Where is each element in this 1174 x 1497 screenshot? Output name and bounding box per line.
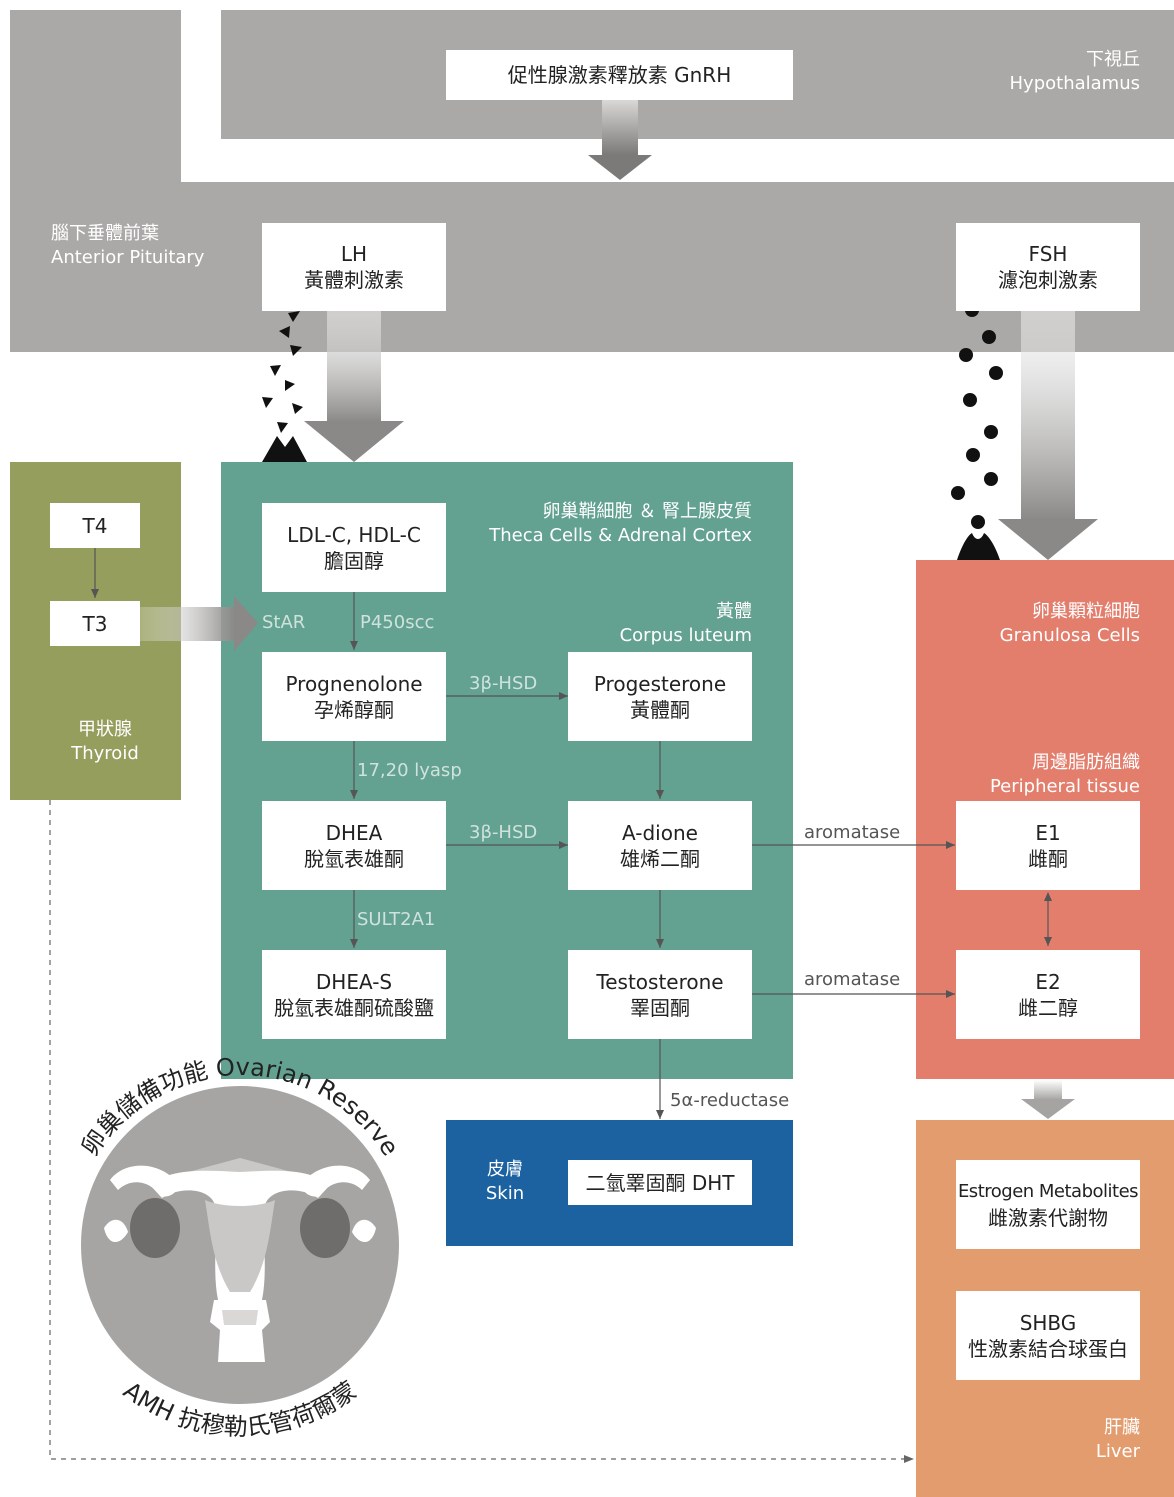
lyase-label: 17,20 lyasp <box>357 760 462 781</box>
hsd2-label: 3β-HSD <box>469 822 538 843</box>
aromatase1-label: aromatase <box>804 822 901 843</box>
star-label: StAR <box>262 612 306 633</box>
fsh-particles <box>951 303 1003 560</box>
aromatase2-label: aromatase <box>804 969 901 990</box>
t3-box: T3 <box>50 601 140 646</box>
dht-box: 二氫睪固酮 DHT <box>568 1160 752 1205</box>
uterus-illustration <box>104 1158 376 1362</box>
gnrh-box: 促性腺激素釋放素 GnRH <box>446 50 793 100</box>
sult-label: SULT2A1 <box>357 909 436 930</box>
ovarian-reserve-graphic: 卵巢儲備功能 Ovarian Reserve AMH 抗穆勒氏管荷爾蒙 <box>76 1053 404 1441</box>
thyroid-liver-dashed <box>49 800 912 1460</box>
fsh-arrow <box>998 300 1098 560</box>
reductase-label: 5α-reductase <box>670 1090 790 1111</box>
liver-arrow <box>1021 1080 1075 1119</box>
t4-box: T4 <box>50 503 140 548</box>
thyroid-arrow <box>140 596 258 651</box>
gnrh-arrow <box>588 100 652 180</box>
pituitary-region-upper <box>10 10 181 200</box>
hsd1-label: 3β-HSD <box>469 673 538 694</box>
lh-particles <box>262 311 307 462</box>
lh-arrow <box>304 300 404 462</box>
p450scc-label: P450scc <box>360 612 435 633</box>
